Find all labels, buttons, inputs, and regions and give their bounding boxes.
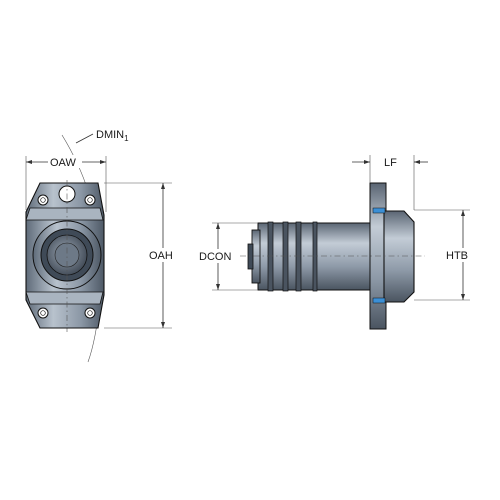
lf-dimension: LF (352, 155, 428, 210)
bolt-hole-tl (37, 194, 49, 206)
shank-grooves (267, 221, 318, 292)
dmin-callout: DMIN1 (75, 129, 129, 144)
coolant-marker-top (372, 207, 386, 214)
dcon-label: DCON (199, 251, 231, 263)
bolt-holes (37, 194, 96, 319)
lower-lug (25, 291, 104, 305)
dmin-subscript: 1 (124, 134, 129, 143)
oah-label: OAH (149, 250, 173, 262)
bolt-hole-tr (84, 194, 96, 206)
oaw-label: OAW (50, 157, 76, 169)
head-body (383, 210, 415, 303)
bolt-hole-br (84, 307, 96, 319)
upper-lug (25, 207, 104, 221)
lf-label: LF (384, 157, 397, 169)
coolant-marker-bottom (372, 297, 386, 304)
dmin-label: DMIN (96, 129, 124, 141)
oah-dimension: OAH (104, 182, 183, 329)
htb-dimension: HTB (414, 209, 478, 301)
oaw-dimension: OAW (25, 155, 107, 212)
bolt-hole-bl (37, 307, 49, 319)
svg-text:DMIN1: DMIN1 (96, 129, 129, 143)
htb-label: HTB (446, 250, 468, 262)
side-view (240, 182, 425, 330)
dcon-dimension: DCON (198, 222, 258, 291)
front-view (25, 134, 105, 363)
